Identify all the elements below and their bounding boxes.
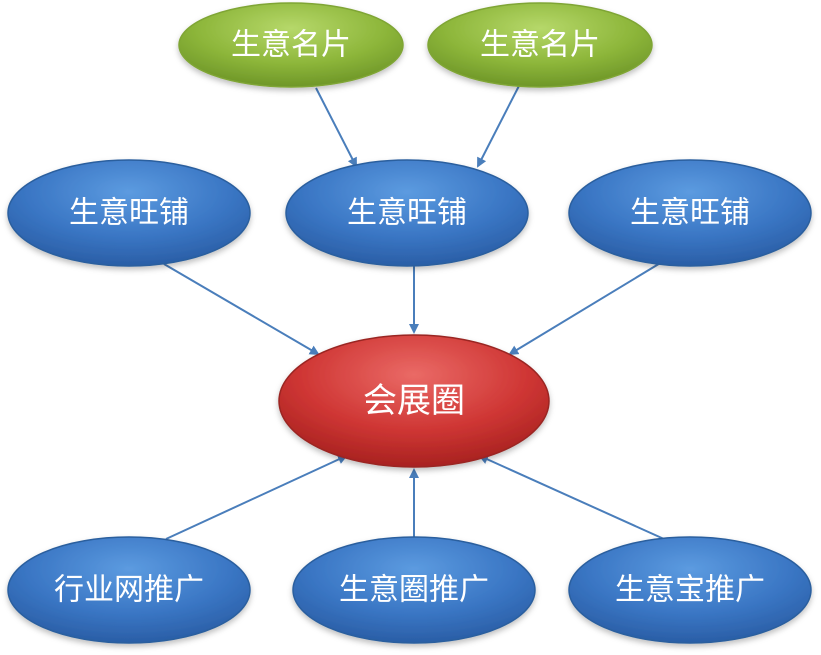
arrow-promo-industry-to-hub: [165, 454, 348, 540]
arrow-shop-right-to-hub: [508, 261, 663, 356]
node-promo-industry-label: 行业网推广: [54, 573, 204, 608]
node-hub: 会展圈: [278, 334, 550, 468]
arrow-shop-left-to-hub: [163, 263, 320, 356]
arrow-card1-to-shop-center: [315, 87, 357, 168]
node-shop-right: 生意旺铺: [568, 159, 812, 267]
node-hub-label: 会展圈: [363, 381, 465, 421]
node-promo-treasure: 生意宝推广: [568, 536, 812, 644]
node-card-2: 生意名片: [427, 2, 653, 88]
node-promo-treasure-label: 生意宝推广: [615, 573, 765, 608]
node-shop-left: 生意旺铺: [7, 159, 251, 267]
arrow-card2-to-shop-center: [477, 79, 523, 168]
node-shop-left-label: 生意旺铺: [69, 196, 189, 231]
node-shop-center: 生意旺铺: [285, 159, 529, 267]
node-shop-right-label: 生意旺铺: [630, 196, 750, 231]
node-card-1: 生意名片: [178, 2, 404, 88]
node-promo-industry: 行业网推广: [7, 536, 251, 644]
node-card-2-label: 生意名片: [480, 28, 600, 63]
node-promo-circle-label: 生意圈推广: [339, 573, 489, 608]
connector-arrows: [163, 79, 665, 540]
arrow-promo-treasure-to-hub: [478, 454, 665, 540]
node-promo-circle: 生意圈推广: [292, 536, 536, 644]
node-shop-center-label: 生意旺铺: [347, 196, 467, 231]
node-card-1-label: 生意名片: [231, 28, 351, 63]
